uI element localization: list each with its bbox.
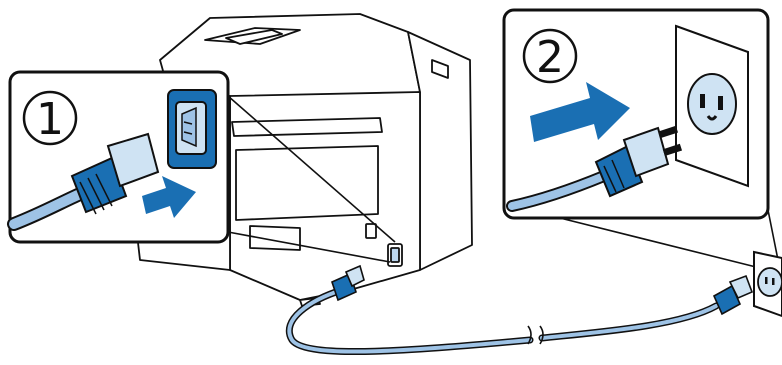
arrow-right-icon (142, 176, 196, 218)
step-1-badge: 1 (22, 90, 78, 146)
callout-step-1: 1 (7, 70, 396, 263)
power-cord-icon (506, 125, 683, 212)
wall-outlet-icon (753, 250, 782, 318)
wall-outlet-icon (675, 24, 749, 188)
step-1-number: 1 (36, 94, 64, 145)
step-2-number: 2 (536, 32, 564, 83)
arrow-right-icon (530, 82, 630, 142)
power-inlet-icon (167, 89, 217, 169)
power-cord-icon (7, 132, 160, 231)
power-cord-icon (286, 264, 754, 356)
step-2-badge: 2 (522, 28, 578, 84)
callout-step-2: 2 (502, 8, 781, 271)
